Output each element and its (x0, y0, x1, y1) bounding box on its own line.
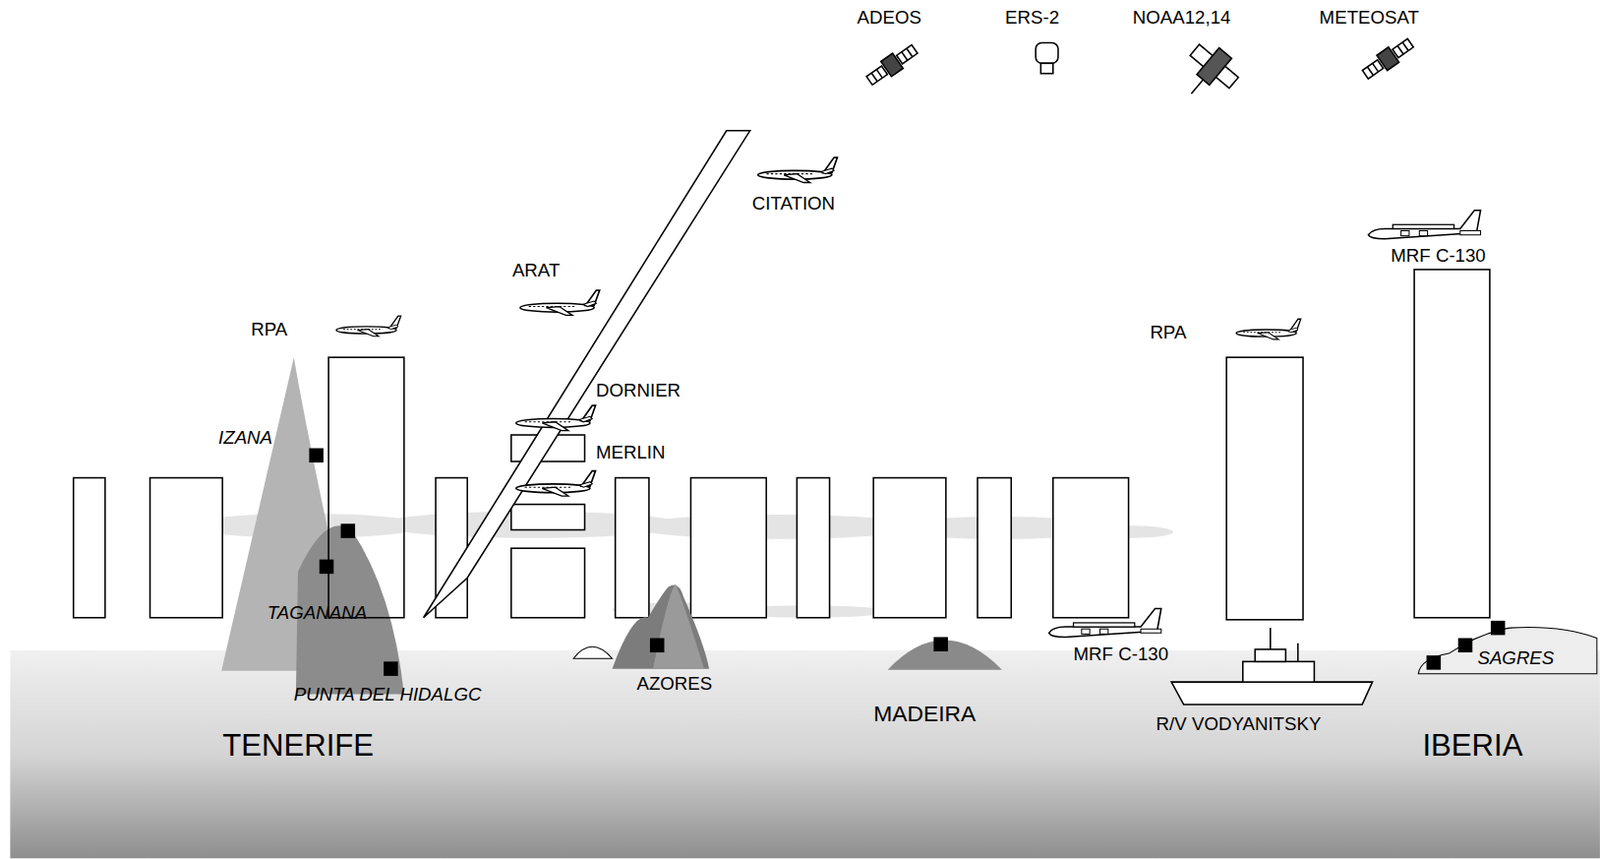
label: RPA (1149, 323, 1186, 345)
label: MRF C-130 (1073, 645, 1170, 666)
label: NOAA12,14 (1132, 7, 1232, 29)
label: RPA (250, 320, 288, 342)
label: METEOSAT (1319, 7, 1420, 29)
label: MERLIN (595, 442, 666, 464)
label: ERS-2 (1005, 7, 1060, 29)
label: ARAT (512, 261, 560, 283)
label: ADEOS (857, 7, 922, 29)
label: TENERIFE (222, 727, 374, 762)
label: PUNTA DEL HIDALGC (294, 684, 482, 706)
label: MADEIRA (873, 701, 976, 726)
label: CITATION (752, 193, 835, 215)
label: MRF C-130 (1390, 245, 1486, 267)
label: DORNIER (595, 380, 681, 402)
label: AZORES (636, 674, 712, 696)
label: IBERIA (1422, 727, 1523, 762)
label: R/V VODYANITSKY (1156, 713, 1322, 735)
label: IZANA (218, 428, 273, 450)
label: TAGANANA (267, 602, 367, 624)
label: SAGRES (1477, 649, 1554, 670)
